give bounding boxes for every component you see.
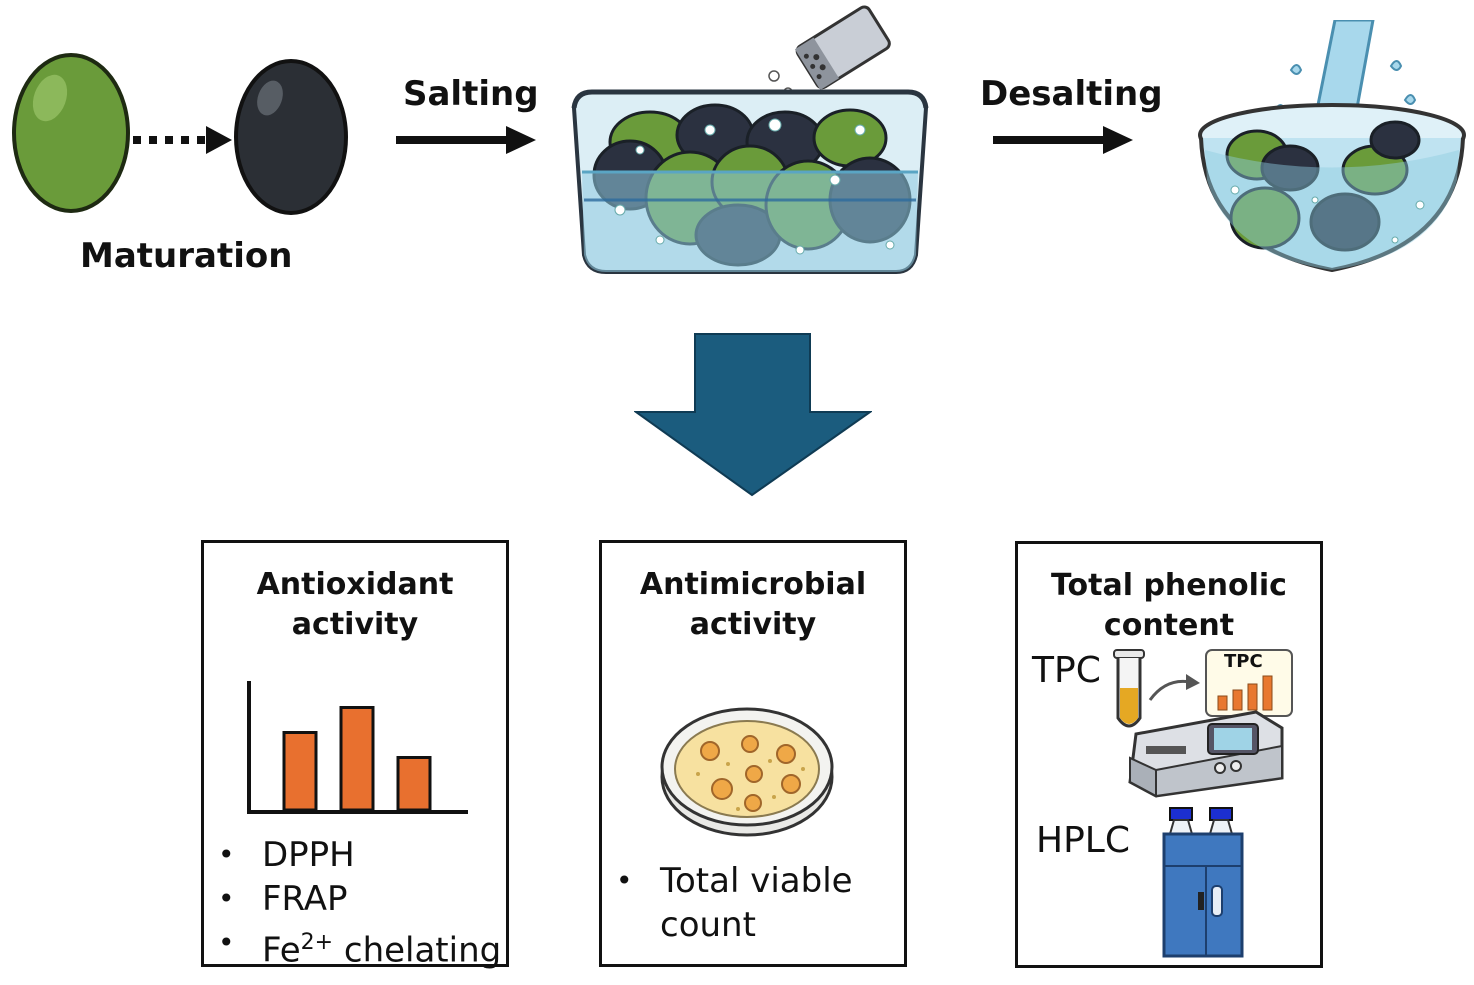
assay-item-frap: FRAP <box>214 877 501 921</box>
phenolic-box: Total phenolic content TPC TPC HPLC <box>1015 541 1323 968</box>
curved-arrow-icon <box>1148 674 1200 701</box>
antioxidant-title-line1: Antioxidant <box>256 567 454 602</box>
brine-container-icon <box>571 5 929 274</box>
maturation-label: Maturation <box>80 236 293 276</box>
antioxidant-title-line2: activity <box>291 607 419 642</box>
spectrophotometer-icon <box>1128 710 1284 798</box>
desalting-arrow-icon <box>993 126 1133 154</box>
salting-arrow-icon <box>396 126 536 154</box>
tpc-label: TPC <box>1032 650 1101 691</box>
antioxidant-assay-list: DPPH FRAP Fe2+ chelating <box>214 833 501 972</box>
antioxidant-bar <box>396 756 432 812</box>
salting-label: Salting <box>403 74 539 114</box>
big-down-arrow-icon <box>634 333 872 497</box>
antioxidant-bar <box>282 731 318 812</box>
black-olive-icon <box>234 59 348 215</box>
assay-item-fe-chelating: Fe2+ chelating <box>214 921 501 972</box>
dotted-arrow-icon <box>133 126 232 154</box>
petri-dish-icon <box>660 707 834 837</box>
phenolic-title-line1: Total phenolic <box>1051 568 1287 603</box>
phenolic-title-line2: content <box>1103 608 1235 643</box>
antioxidant-bar <box>339 706 375 812</box>
rinsing-bowl-icon <box>1198 20 1466 273</box>
desalting-label: Desalting <box>980 74 1163 114</box>
antioxidant-box: Antioxidant activity DPPH FRAP Fe2+ chel… <box>201 540 509 970</box>
hplc-instrument-icon <box>1162 807 1244 958</box>
green-olive-icon <box>12 53 130 213</box>
assay-item-dpph: DPPH <box>214 833 501 877</box>
hplc-label: HPLC <box>1036 820 1130 861</box>
antimicrobial-title-line1: Antimicrobial <box>639 567 867 602</box>
test-tube-icon <box>1113 649 1145 728</box>
tpc-chart-label: TPC <box>1224 651 1263 672</box>
antimicrobial-title-line2: activity <box>689 607 817 642</box>
antioxidant-bar-chart <box>247 681 468 814</box>
tpc-chart-card <box>1205 649 1293 717</box>
